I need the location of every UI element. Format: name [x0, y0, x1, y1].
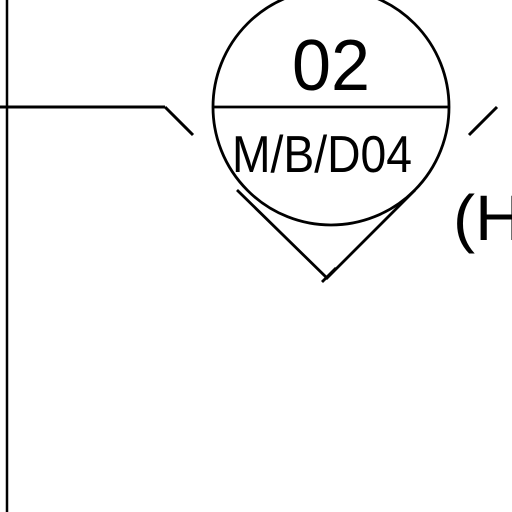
sheet-reference-text: M/B/D04	[232, 126, 412, 184]
pointer-tip-mark	[321, 267, 337, 283]
section-number-text: 02	[292, 26, 370, 106]
partial-label-text: (H	[453, 182, 512, 254]
section-tick-left	[163, 105, 195, 137]
section-tick-right	[467, 105, 499, 137]
